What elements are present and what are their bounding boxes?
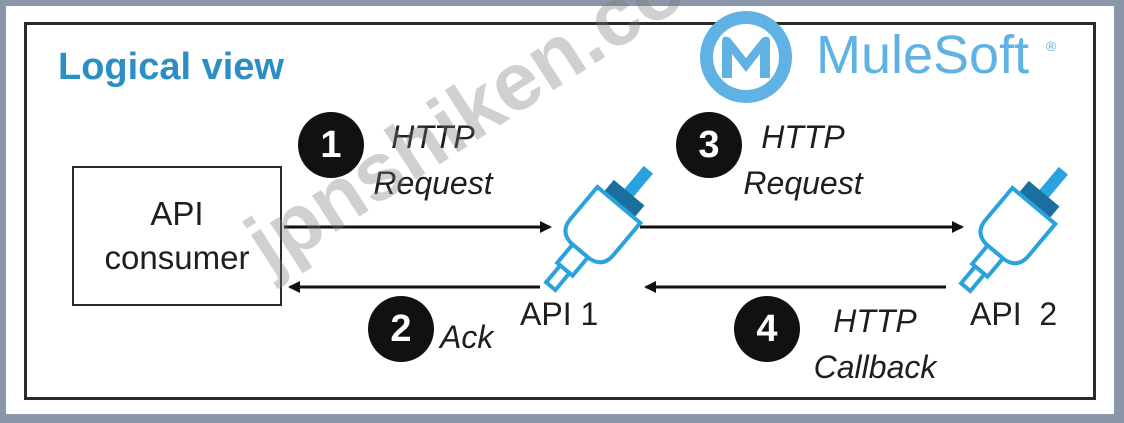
api2-label: API 2 [970,296,1058,332]
step-3-line2: Request [743,165,863,201]
api1-label: API 1 [520,296,599,332]
step-2-badge: 2 [368,296,434,362]
consumer-label-line2: consumer [104,239,250,276]
step-4-line2: Callback [813,349,937,385]
step-4-label: HTTP Callback [800,298,950,390]
step-4-line1: HTTP [833,303,917,339]
step-1-line2: Request [373,165,493,201]
diagram-title: Logical view [58,46,284,88]
step-1-badge: 1 [298,112,364,178]
api-consumer-box: API consumer [72,166,282,306]
step-1-label: HTTP Request [360,114,506,206]
brand-registered-mark: ® [1046,38,1057,54]
brand-name: MuleSoft [816,25,1030,85]
step-3-line1: HTTP [761,119,845,155]
api2-plug-icon [958,166,1069,294]
step-2-label: Ack [440,319,494,355]
api1-plug-icon [543,165,654,293]
step-3-badge: 3 [676,112,742,178]
step-3-label: HTTP Request [730,114,876,206]
mulesoft-logo-icon [700,11,792,103]
consumer-label-line1: API [150,195,204,232]
step-1-line1: HTTP [391,119,475,155]
step-4-badge: 4 [734,296,800,362]
